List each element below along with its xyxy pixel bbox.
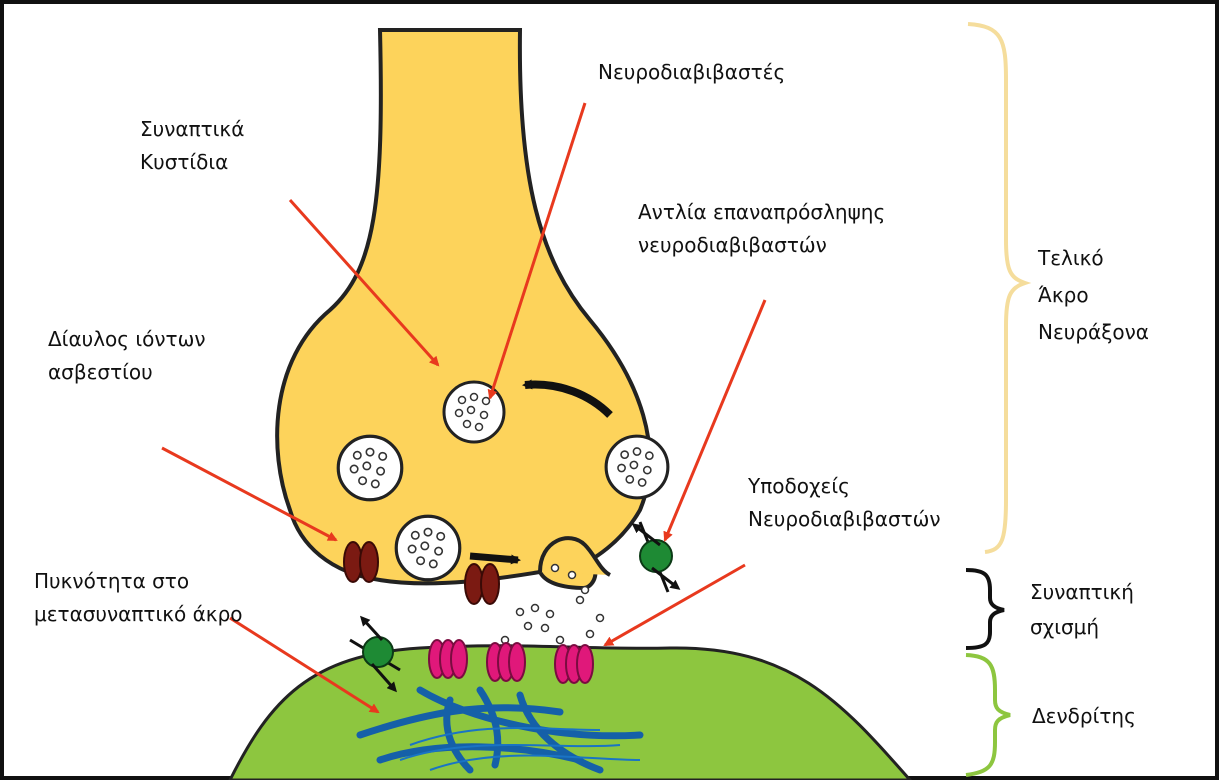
receptor-3	[555, 645, 593, 683]
label-dendrite: Δενδρίτης	[1032, 700, 1136, 733]
label-receptors-line2: Νευροδιαβιβαστών	[748, 503, 941, 536]
label-synaptic-cleft-line2: σχισμή	[1030, 610, 1134, 645]
label-calcium-channel: Δίαυλος ιόντων ασβεστίου	[48, 323, 206, 389]
arrow-receptors	[605, 565, 745, 645]
label-synaptic-cleft-line1: Συναπτική	[1030, 575, 1134, 610]
receptor-2	[487, 643, 525, 681]
label-axon-terminal-line2: Άκρο	[1038, 277, 1149, 314]
brace-synaptic-cleft	[966, 570, 1004, 648]
brace-dendrite	[966, 655, 1010, 775]
label-reuptake-pump-line2: νευροδιαβιβαστών	[638, 229, 885, 262]
label-neurotransmitters: Νευροδιαβιβαστές	[598, 56, 785, 89]
label-receptors-line1: Υποδοχείς	[748, 470, 941, 503]
vesicle-right	[606, 436, 668, 498]
label-synaptic-vesicles: Συναπτικά Κυστίδια	[140, 113, 244, 179]
vesicle-top	[444, 382, 504, 442]
label-axon-terminal-line3: Νευράξονα	[1038, 314, 1149, 351]
label-synaptic-vesicles-line2: Κυστίδια	[140, 146, 244, 179]
label-synaptic-vesicles-line1: Συναπτικά	[140, 113, 244, 146]
label-reuptake-pump: Αντλία επαναπρόσληψης νευροδιαβιβαστών	[638, 196, 885, 262]
label-axon-terminal-line1: Τελικό	[1038, 240, 1149, 277]
label-receptors: Υποδοχείς Νευροδιαβιβαστών	[748, 470, 941, 536]
label-axon-terminal: Τελικό Άκρο Νευράξονα	[1038, 240, 1149, 351]
vesicle-left	[338, 436, 402, 500]
label-postsynaptic-density-line2: μετασυναπτικό άκρο	[34, 598, 243, 631]
brace-axon-terminal	[968, 24, 1025, 552]
label-reuptake-pump-line1: Αντλία επαναπρόσληψης	[638, 196, 885, 229]
label-calcium-channel-line1: Δίαυλος ιόντων	[48, 323, 206, 356]
release-arrow	[470, 556, 518, 560]
vesicle-bottom	[396, 516, 460, 580]
axon-terminal-shape	[277, 30, 650, 588]
label-postsynaptic-density: Πυκνότητα στο μετασυναπτικό άκρο	[34, 565, 243, 631]
reuptake-pump-terminal	[634, 522, 678, 592]
label-synaptic-cleft: Συναπτική σχισμή	[1030, 575, 1134, 645]
receptor-1	[429, 640, 467, 678]
label-postsynaptic-density-line1: Πυκνότητα στο	[34, 565, 243, 598]
label-calcium-channel-line2: ασβεστίου	[48, 356, 206, 389]
